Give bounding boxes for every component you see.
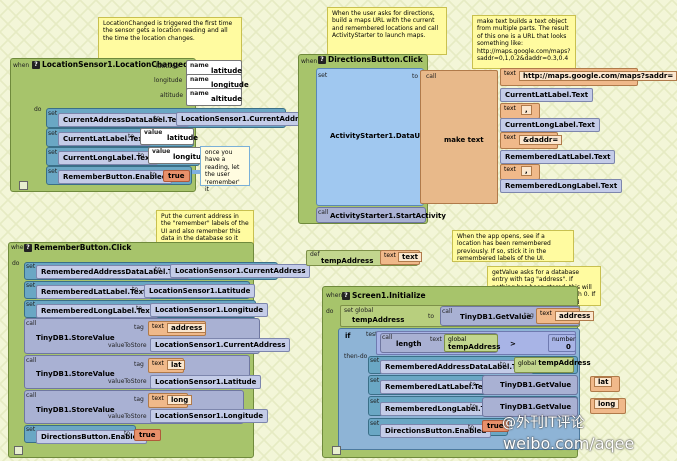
start-activity-label: ActivityStarter1.StartActivity [330,212,446,220]
remembered-address-label-text[interactable]: RememberedAddressDataLabel.Text [36,265,190,279]
current-long-label-text[interactable]: CurrentLongLabel.Text [58,151,158,165]
part-current-lat[interactable]: CurrentLatLabel.Text [500,88,594,102]
param-longitude-name: longitude [211,81,249,89]
text-part-5[interactable]: text &daddr= [500,132,563,149]
remember-hint-comment: once you have a reading, let the user 'r… [200,146,250,193]
def-temp-address-name: tempAddress [321,257,374,265]
temp-address-value[interactable]: global tempAddress [514,357,591,373]
getvalue-lat-block[interactable] [482,375,578,395]
location-changed-title: LocationSensor1.LocationChanged [42,60,189,69]
help-icon[interactable]: ? [32,61,40,69]
remembered-long-label-text-2[interactable]: RememberedLongLabel.Text [380,402,503,416]
getvalue-long-block[interactable] [482,397,578,417]
tag-lat[interactable]: text lat [148,358,186,373]
remembered-address-label-text-2[interactable]: RememberedAddressDataLabel.Text [380,360,534,374]
when-keyword-3: when [11,244,28,251]
set-data-uri-block[interactable] [316,68,424,206]
do-keyword: do [34,106,42,113]
collapse-checkbox[interactable] [19,181,28,190]
if-keyword: if [345,332,351,340]
help-icon[interactable]: ? [342,292,350,300]
part-remembered-lat[interactable]: RememberedLatLabel.Text [500,150,616,164]
param-label-latitude: latitude [156,63,180,70]
store-long-call: TinyDB1.StoreValue [36,406,115,414]
true-value-2[interactable]: true [134,429,161,441]
store-lat-value[interactable]: LocationSensor1.Latitude [150,375,262,389]
make-text-label: make text [444,136,484,144]
current-lat-label-text[interactable]: CurrentLatLabel.Text [58,132,152,146]
getvalue-address-call: TinyDB1.GetValue [460,313,532,321]
when-keyword-4: when [326,292,343,299]
remember-lat-value[interactable]: LocationSensor1.Latitude [144,284,256,298]
current-address-label-text[interactable]: CurrentAddressDataLabel.Text [58,113,190,127]
directions-comment: When the user asks for directions, build… [327,7,447,55]
gt-operator: > [510,340,516,348]
directions-click-title: DirectionsButton.Click [328,55,423,64]
start-activity-block[interactable] [316,207,426,223]
text-part-3[interactable]: text , [500,103,540,119]
make-text-block[interactable] [420,70,498,204]
text-part-1[interactable]: text http://maps.google.com/maps?saddr= [500,68,677,86]
getvalue-lat-call: TinyDB1.GetValue [500,381,572,389]
watermark-handle: @外刊IT评论 [502,415,585,431]
store-lat-call: TinyDB1.StoreValue [36,370,115,378]
tag-long[interactable]: text long [148,393,193,408]
location-changed-header: ?LocationSensor1.LocationChanged [32,60,188,69]
directions-button-enabled-2[interactable]: DirectionsButton.Enabled [380,424,492,438]
param-altitude-name: altitude [211,95,242,103]
getvalue-long-call: TinyDB1.GetValue [500,403,572,411]
directions-click-header: ?DirectionsButton.Click [318,55,423,64]
collapse-checkbox-2[interactable] [14,446,23,455]
app-opens-comment: When the app opens, see if a location ha… [452,230,574,262]
when-keyword-2: when [301,58,318,65]
activity-starter-data-uri[interactable]: ActivityStarter1.DataUri [330,132,426,140]
tag-address[interactable]: text address [148,321,207,336]
text-part-7[interactable]: text , [500,164,540,180]
location-changed-comment: LocationChanged is triggered the first t… [98,17,242,62]
location-current-address[interactable]: LocationSensor1.CurrentAddress [176,112,317,126]
part-current-long[interactable]: CurrentLongLabel.Text [500,118,600,132]
screen-initialize-title: Screen1.Initialize [352,291,426,300]
directions-button-enabled[interactable]: DirectionsButton.Enabled [36,430,148,444]
remember-click-header: ?RememberButton.Click [24,243,131,252]
tag-long-2[interactable]: long [590,398,626,414]
param-label-longitude: longitude [154,77,183,84]
remember-address-value[interactable]: LocationSensor1.CurrentAddress [170,264,311,278]
remember-click-title: RememberButton.Click [34,243,132,252]
def-temp-address-value[interactable]: text text [380,250,422,265]
tag-lat-2[interactable]: lat [590,376,620,392]
param-label-altitude: altitude [160,92,184,99]
help-icon[interactable]: ? [318,56,326,64]
help-icon[interactable]: ? [24,244,32,252]
true-value[interactable]: true [163,170,190,182]
watermark-url: weibo.com/aqee [503,434,635,453]
store-address-call: TinyDB1.StoreValue [36,334,115,342]
store-address-value[interactable]: LocationSensor1.CurrentAddress [150,338,291,352]
store-long-value[interactable]: LocationSensor1.Longitude [150,409,269,423]
set-global-name: tempAddress [352,316,405,324]
remembered-lat-label-text-2[interactable]: RememberedLatLabel.Text [380,380,496,394]
when-keyword: when [13,62,30,69]
length-label: length [396,340,422,348]
remember-long-value[interactable]: LocationSensor1.Longitude [150,303,269,317]
tag-address-2[interactable]: text address [536,308,595,324]
make-text-comment: make text builds a text object from mult… [472,15,576,69]
param-latitude-name: latitude [211,67,242,75]
true-value-3[interactable]: true [482,420,509,432]
screen-initialize-header: ?Screen1.Initialize [342,291,426,300]
collapse-checkbox-3[interactable] [332,446,341,455]
part-remembered-long[interactable]: RememberedLongLabel.Text [500,179,623,193]
comment-connector [192,170,204,174]
